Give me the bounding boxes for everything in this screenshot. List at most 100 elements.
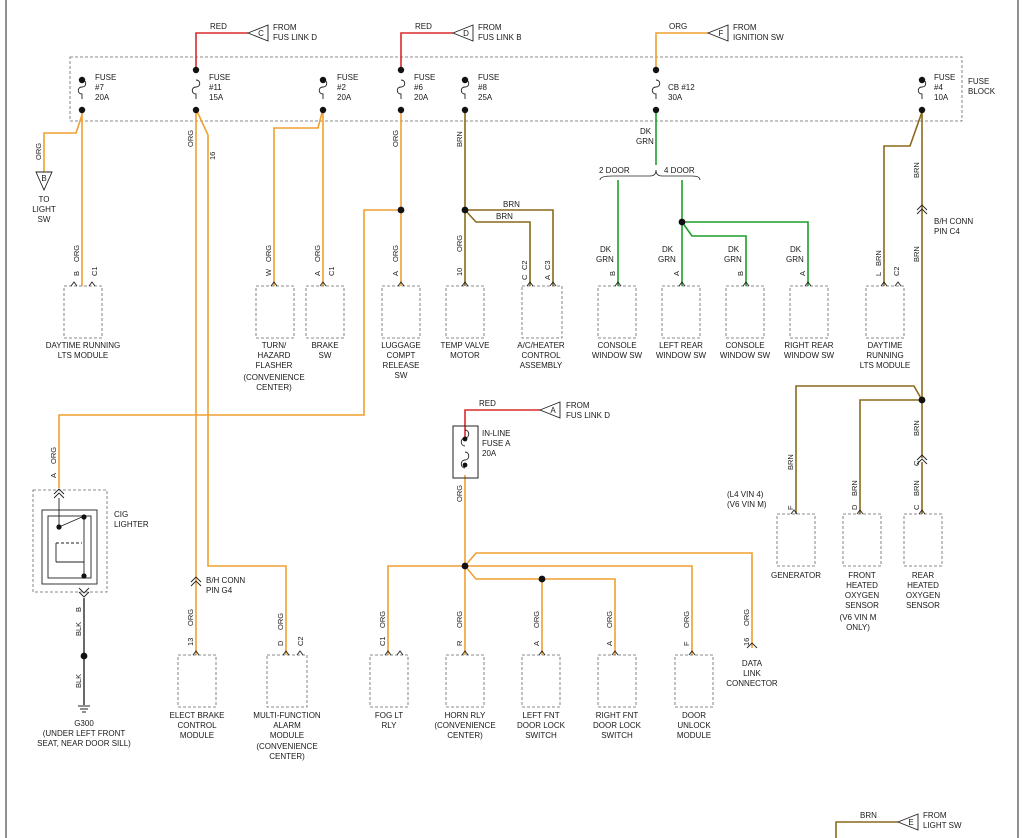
svg-text:DAYTIME RUNNING: DAYTIME RUNNING (46, 341, 121, 350)
svg-text:ORG: ORG (186, 130, 195, 147)
svg-text:A: A (550, 406, 556, 415)
svg-text:ELECT BRAKE: ELECT BRAKE (170, 711, 225, 720)
component-right-rear: RIGHT REAR WINDOW SW (784, 281, 835, 360)
svg-text:RED: RED (415, 22, 432, 31)
fuse-block-label-2: BLOCK (968, 87, 996, 96)
svg-text:CONTROL: CONTROL (521, 351, 561, 360)
svg-text:LTS MODULE: LTS MODULE (860, 361, 911, 370)
svg-text:WINDOW SW: WINDOW SW (592, 351, 643, 360)
svg-text:16: 16 (742, 638, 751, 646)
svg-text:ORG: ORG (532, 611, 541, 628)
svg-text:ORG: ORG (34, 143, 43, 160)
svg-text:CENTER): CENTER) (447, 731, 483, 740)
right-side-labels: BRN BRN BRN BRN C F D C (L4 VIN 4) (V6 V… (727, 420, 928, 510)
fuse6-num: #6 (414, 83, 423, 92)
svg-text:BLK: BLK (74, 674, 83, 688)
svg-text:A/C/HEATER: A/C/HEATER (517, 341, 565, 350)
svg-text:RELEASE: RELEASE (383, 361, 420, 370)
svg-text:ORG: ORG (669, 22, 687, 31)
svg-text:4 DOOR: 4 DOOR (664, 166, 695, 175)
svg-text:SENSOR: SENSOR (845, 601, 879, 610)
svg-text:C: C (912, 504, 921, 510)
svg-text:BRN: BRN (850, 480, 859, 496)
svg-text:PIN G4: PIN G4 (206, 586, 233, 595)
svg-text:OXYGEN: OXYGEN (906, 591, 940, 600)
svg-text:RIGHT FNT: RIGHT FNT (596, 711, 639, 720)
fuse4-num: #4 (934, 83, 943, 92)
svg-text:DOOR: DOOR (682, 711, 706, 720)
svg-text:(CONVENIENCE: (CONVENIENCE (256, 742, 317, 751)
svg-text:ORG: ORG (455, 611, 464, 628)
component-horn-rly: HORN RLY (CONVENIENCE CENTER) (434, 650, 496, 740)
component-left-fnt-door-lock: LEFT FNT DOOR LOCK SWITCH (517, 650, 566, 740)
source-arrow-ignition: F FROM IGNITION SW ORG (669, 22, 784, 42)
fuse4-name: FUSE (934, 73, 955, 82)
svg-text:SW: SW (38, 215, 51, 224)
wire-org-fuse6-cig (58, 209, 401, 488)
fuse8-amps: 25A (478, 93, 493, 102)
fuse7-name: FUSE (95, 73, 116, 82)
svg-text:(UNDER LEFT FRONT: (UNDER LEFT FRONT (43, 729, 126, 738)
svg-text:L: L (874, 272, 883, 276)
svg-text:DK: DK (600, 245, 612, 254)
wire-org-to-light-sw (43, 114, 83, 172)
source-arrow-fus-link-d-mid: A FROM FUS LINK D RED (479, 399, 610, 420)
svg-text:BRN: BRN (503, 200, 520, 209)
to-light-sw-arrow: B TO LIGHT SW (32, 171, 56, 224)
svg-text:TURN/: TURN/ (262, 341, 287, 350)
wire-brn-ac-c3 (465, 209, 554, 286)
svg-text:IGNITION SW: IGNITION SW (733, 33, 784, 42)
svg-text:C1: C1 (378, 636, 387, 646)
svg-text:C: C (912, 460, 921, 466)
svg-text:FUS LINK D: FUS LINK D (273, 33, 317, 42)
svg-text:B: B (74, 607, 83, 612)
svg-text:HEATED: HEATED (846, 581, 878, 590)
svg-text:REAR: REAR (912, 571, 934, 580)
bh-conn-c4: B/H CONN PIN C4 (916, 204, 973, 236)
svg-text:MODULE: MODULE (677, 731, 711, 740)
component-drl-left: DAYTIME RUNNING LTS MODULE (46, 281, 121, 360)
svg-text:TEMP VALVE: TEMP VALVE (441, 341, 490, 350)
wire-grn-console-2 (681, 221, 747, 286)
wire-org-unlock (465, 565, 693, 655)
svg-text:W: W (264, 268, 273, 276)
component-console-sw-1: CONSOLE WINDOW SW (592, 281, 643, 360)
component-turn-hazard: TURN/ HAZARD FLASHER (CONVENIENCE CENTER… (243, 281, 305, 392)
fuse6-amps: 20A (414, 93, 429, 102)
svg-text:FROM: FROM (478, 23, 502, 32)
component-left-rear: LEFT REAR WINDOW SW (656, 281, 707, 360)
svg-text:BRN: BRN (786, 454, 795, 470)
svg-text:HAZARD: HAZARD (258, 351, 291, 360)
svg-text:CIG: CIG (114, 510, 128, 519)
svg-text:(L4 VIN 4): (L4 VIN 4) (727, 490, 764, 499)
svg-text:F: F (719, 29, 724, 38)
wire-brn-generator (795, 385, 923, 514)
svg-text:2 DOOR: 2 DOOR (599, 166, 630, 175)
svg-text:WINDOW SW: WINDOW SW (656, 351, 707, 360)
svg-text:FROM: FROM (273, 23, 297, 32)
svg-text:SWITCH: SWITCH (601, 731, 633, 740)
svg-text:F: F (682, 641, 691, 646)
svg-text:PIN C4: PIN C4 (934, 227, 960, 236)
component-brake-sw: BRAKE SW (305, 281, 345, 360)
svg-text:FUS LINK D: FUS LINK D (566, 411, 610, 420)
component-multi-function-alarm: MULTI-FUNCTION ALARM MODULE (CONVENIENCE… (253, 650, 321, 761)
wire-color-labels: ORG ORG ORG BRN BRN BRN DK GRN BRN BRN 2… (34, 127, 921, 262)
svg-text:FUSE A: FUSE A (482, 439, 511, 448)
svg-text:WINDOW SW: WINDOW SW (720, 351, 771, 360)
svg-text:FRONT: FRONT (848, 571, 876, 580)
ground-g300: G300 (UNDER LEFT FRONT SEAT, NEAR DOOR S… (37, 705, 131, 748)
cb12-name: CB #12 (668, 83, 695, 92)
svg-text:DOOR LOCK: DOOR LOCK (517, 721, 566, 730)
svg-text:ORG: ORG (276, 613, 285, 630)
svg-text:GRN: GRN (658, 255, 676, 264)
svg-text:A: A (672, 271, 681, 276)
svg-text:GENERATOR: GENERATOR (771, 571, 821, 580)
svg-text:CENTER): CENTER) (269, 752, 305, 761)
svg-text:ORG: ORG (742, 609, 751, 626)
svg-text:HEATED: HEATED (907, 581, 939, 590)
wire-org-ignition (655, 32, 708, 70)
svg-text:TO: TO (39, 195, 50, 204)
source-arrow-fus-link-b: D FROM FUS LINK B RED (415, 22, 522, 42)
fuse11-amps: 15A (209, 93, 224, 102)
